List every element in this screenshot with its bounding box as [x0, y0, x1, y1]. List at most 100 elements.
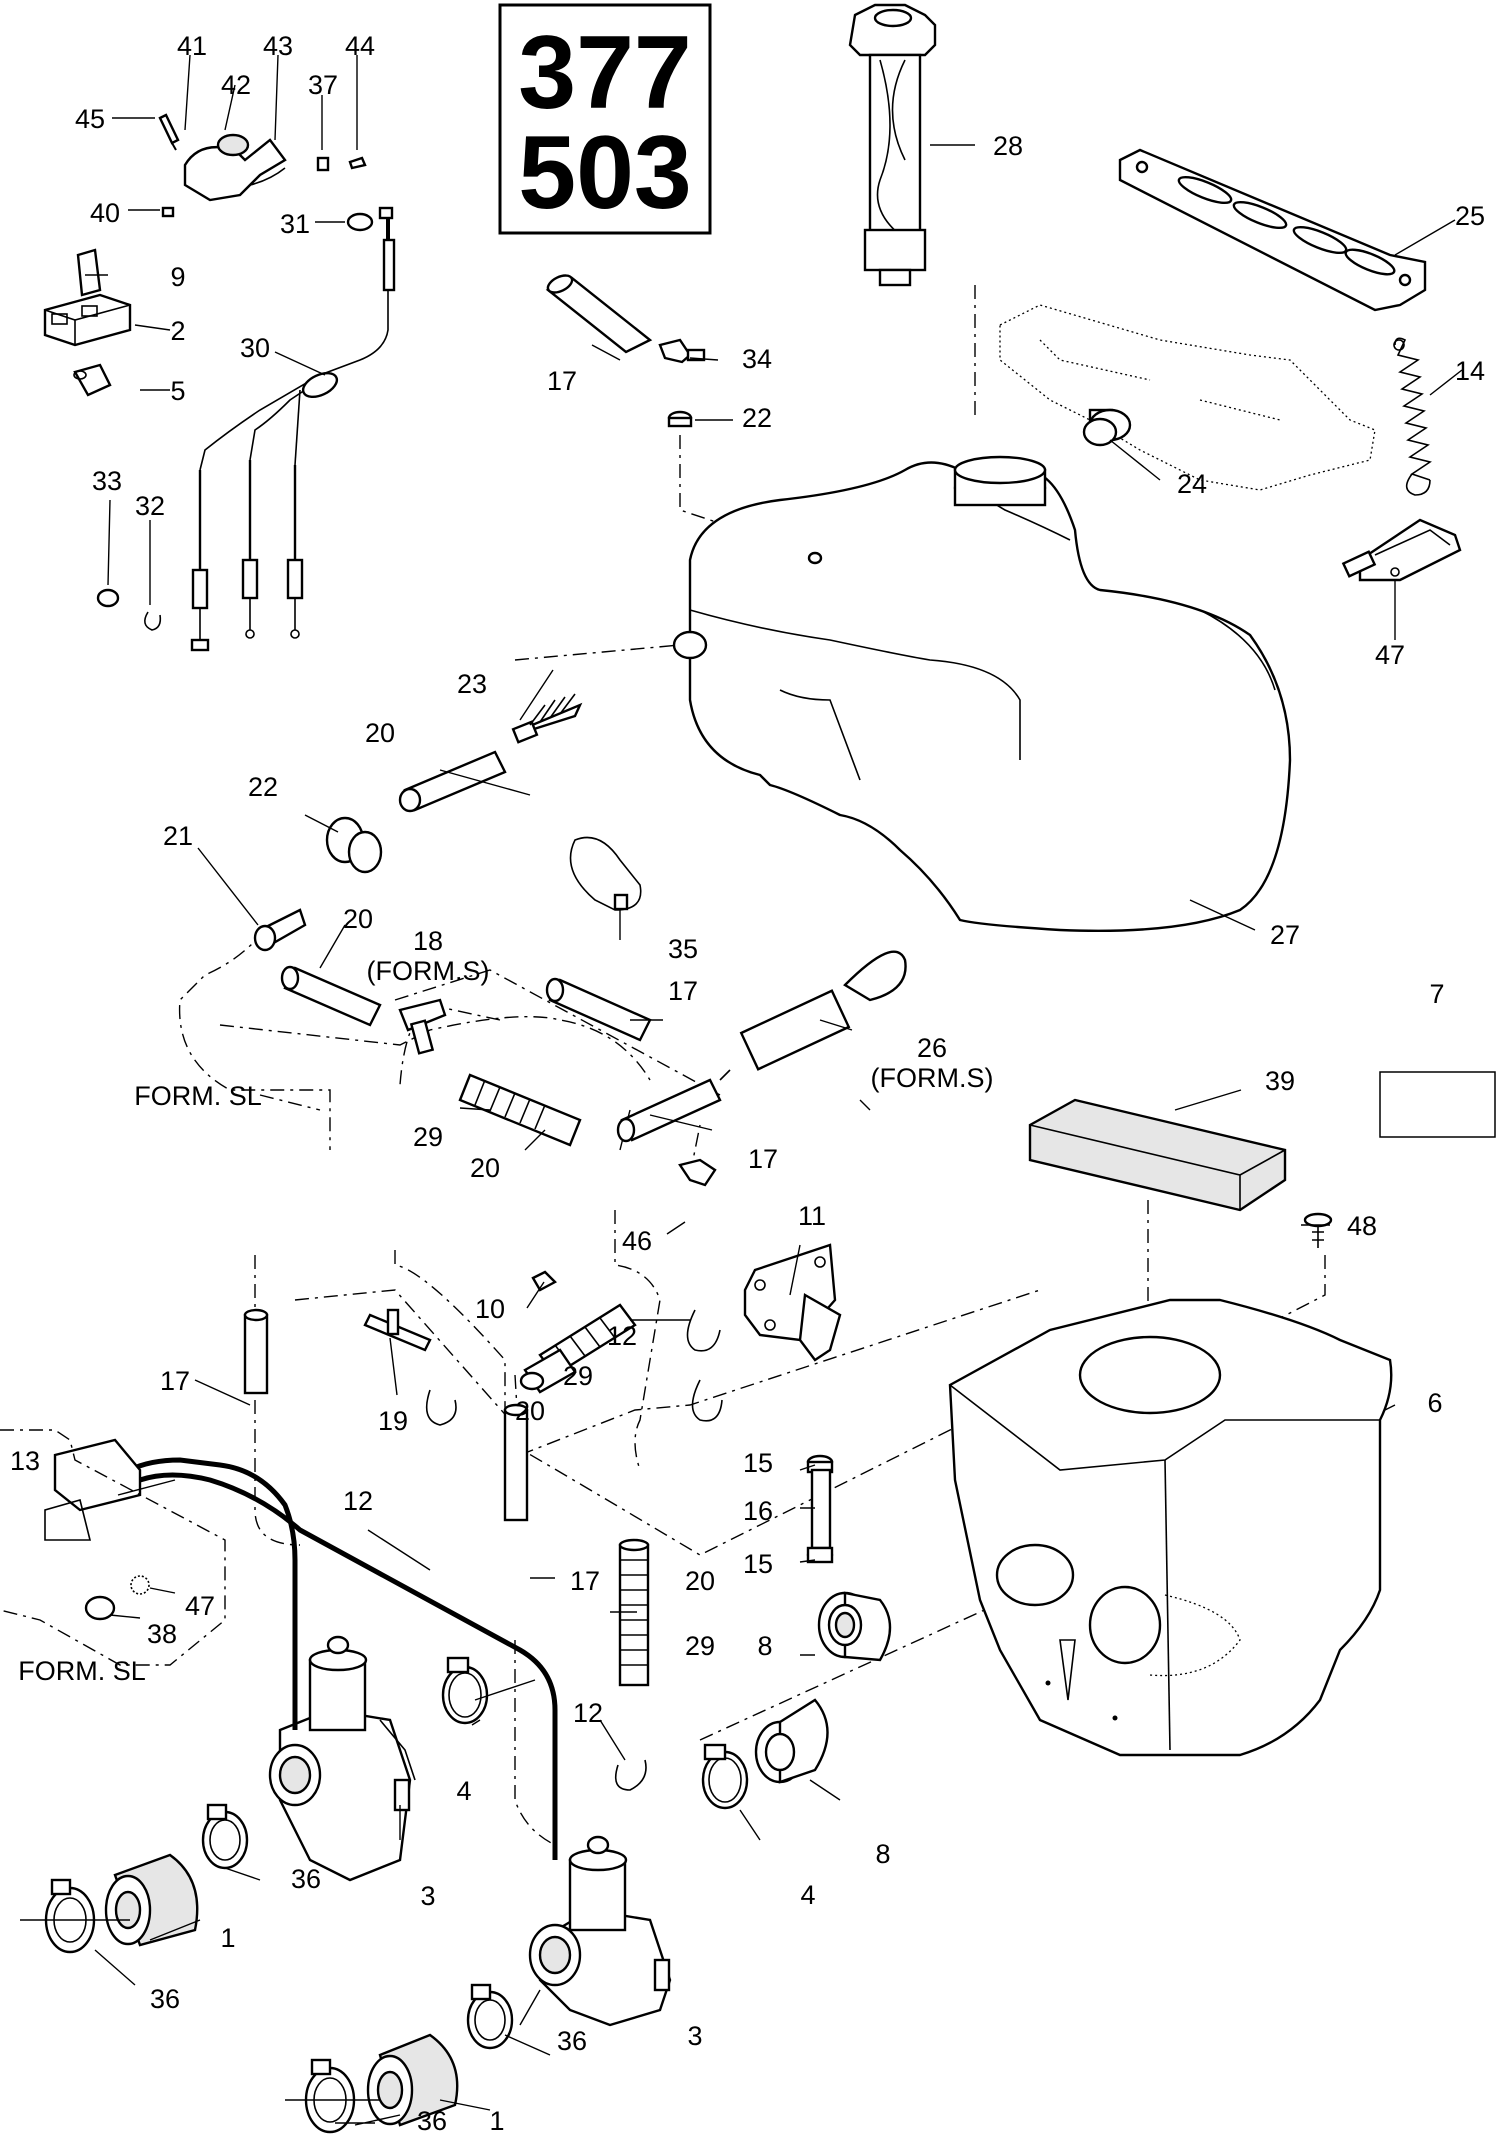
- callout-12-c: 12: [573, 1698, 603, 1728]
- carburetor-3-b: [528, 1835, 672, 2027]
- carburetor-3-a: [268, 1635, 416, 1882]
- tee-fitting-18: [398, 998, 447, 1055]
- connector-housing-2: [43, 293, 132, 347]
- callout-17-b: 17: [668, 976, 698, 1006]
- air-filter-39: [1028, 1098, 1287, 1212]
- choke-lever: [183, 133, 287, 202]
- clamp-36-c: [466, 1983, 514, 2050]
- connector-9: [76, 248, 102, 297]
- callout-10: 10: [475, 1294, 505, 1324]
- callout-36-b: 36: [150, 1984, 180, 2014]
- callout-4-b: 4: [800, 1880, 815, 1910]
- tank-support-outline: [999, 304, 1376, 491]
- nut-37: [316, 156, 330, 172]
- callout-44: 44: [345, 31, 375, 61]
- fuel-pump: [743, 1243, 842, 1362]
- hose-16: [810, 1468, 832, 1550]
- callout-40: 40: [90, 198, 120, 228]
- air-silencer-6: [948, 1298, 1393, 1757]
- callout-48: 48: [1347, 1211, 1377, 1241]
- adaptor-1-b: [366, 2033, 459, 2127]
- bumper: [1082, 408, 1132, 447]
- callout-9: 9: [170, 262, 185, 292]
- callout-43: 43: [263, 31, 293, 61]
- callout-45: 45: [75, 104, 105, 134]
- callout-20-a: 20: [365, 718, 395, 748]
- hose-17-d-end: [243, 1308, 269, 1322]
- label-box-7: [1379, 1071, 1496, 1138]
- callout-11: 11: [798, 1201, 826, 1231]
- fitting-21: [253, 908, 307, 952]
- clamp-15-b: [806, 1546, 834, 1564]
- hose-clamp-4-a: [441, 1656, 489, 1725]
- washer-38: [84, 1595, 116, 1621]
- callout-22-top: 22: [742, 403, 772, 433]
- model-number-box: 377 503: [498, 3, 712, 235]
- bracket-47: [1341, 518, 1462, 582]
- callout-14: 14: [1455, 356, 1485, 386]
- callout-28: 28: [993, 131, 1023, 161]
- callout-13: 13: [10, 1446, 40, 1476]
- callout-15-a: 15: [743, 1448, 773, 1478]
- fuel-tank: [672, 455, 1292, 933]
- callout-41: 41: [177, 31, 207, 61]
- callout-38: 38: [147, 1619, 177, 1649]
- callout-31: 31: [280, 209, 310, 239]
- hose-clamp-4-b: [701, 1743, 749, 1810]
- leader-lines: [85, 54, 1463, 2126]
- rubber-flange-8-a: [817, 1591, 892, 1662]
- callout-3-b: 3: [687, 2021, 702, 2051]
- clamp-36-d: [285, 2058, 380, 2134]
- callout-8-b: 8: [875, 1839, 890, 1869]
- callout-form-sl-1: FORM. SL: [134, 1081, 262, 1111]
- callout-8-a: 8: [757, 1631, 772, 1661]
- callout-5: 5: [170, 376, 185, 406]
- clip-32: [144, 611, 162, 631]
- clamp-12-b: [691, 1379, 723, 1422]
- throttle-cable-13: [44, 1438, 558, 1860]
- callout-36-a: 36: [291, 1864, 321, 1894]
- callout-29-a: 29: [413, 1122, 443, 1152]
- callout-29-b: 29: [563, 1361, 593, 1391]
- terminal-5: [73, 363, 112, 397]
- callout-23: 23: [457, 669, 487, 699]
- clamp-12-c: [425, 1389, 457, 1426]
- grommet-22-top: [667, 410, 693, 428]
- callout-1-a: 1: [220, 1923, 235, 1953]
- grommet-22-mid: [325, 816, 383, 874]
- fuel-gauge: [848, 3, 937, 287]
- callout-20-d: 20: [515, 1396, 545, 1426]
- hose-20-d: [519, 1348, 577, 1394]
- callout-6: 6: [1427, 1388, 1442, 1418]
- callout-26: 26: [917, 1033, 947, 1063]
- nut-31: [346, 212, 374, 232]
- hose-17-d: [243, 1313, 269, 1395]
- callout-36-d: 36: [417, 2106, 447, 2136]
- callout-21: 21: [163, 821, 193, 851]
- callout-37: 37: [308, 70, 338, 100]
- callout-12-a: 12: [607, 1321, 637, 1351]
- hose-17-b: [545, 977, 652, 1042]
- hose-29-a: [458, 1073, 582, 1147]
- rubber-flange-8-b: [754, 1698, 829, 1784]
- callout-form-sl-2: FORM. SL: [18, 1656, 146, 1686]
- clamp-12-a: [686, 1309, 721, 1352]
- elbow-fitting-34: [658, 338, 706, 364]
- tee-fitting-19: [363, 1308, 432, 1352]
- callout-7: 7: [1429, 979, 1444, 1009]
- screw-45: [158, 113, 180, 151]
- callout-33: 33: [92, 466, 122, 496]
- tank-bracket: [1118, 148, 1427, 312]
- callout-15-b: 15: [743, 1549, 773, 1579]
- callout-1-b: 1: [489, 2106, 504, 2136]
- washer-47: [130, 1575, 150, 1595]
- callout-24: 24: [1177, 469, 1207, 499]
- callout-20-c: 20: [470, 1153, 500, 1183]
- callout-47-top: 47: [1375, 640, 1405, 670]
- push-pin-48: [1303, 1212, 1333, 1248]
- callout-32: 32: [135, 491, 165, 521]
- hose-17-e: [503, 1408, 529, 1522]
- callout-17-c: 17: [748, 1144, 778, 1174]
- washer-33: [96, 588, 120, 608]
